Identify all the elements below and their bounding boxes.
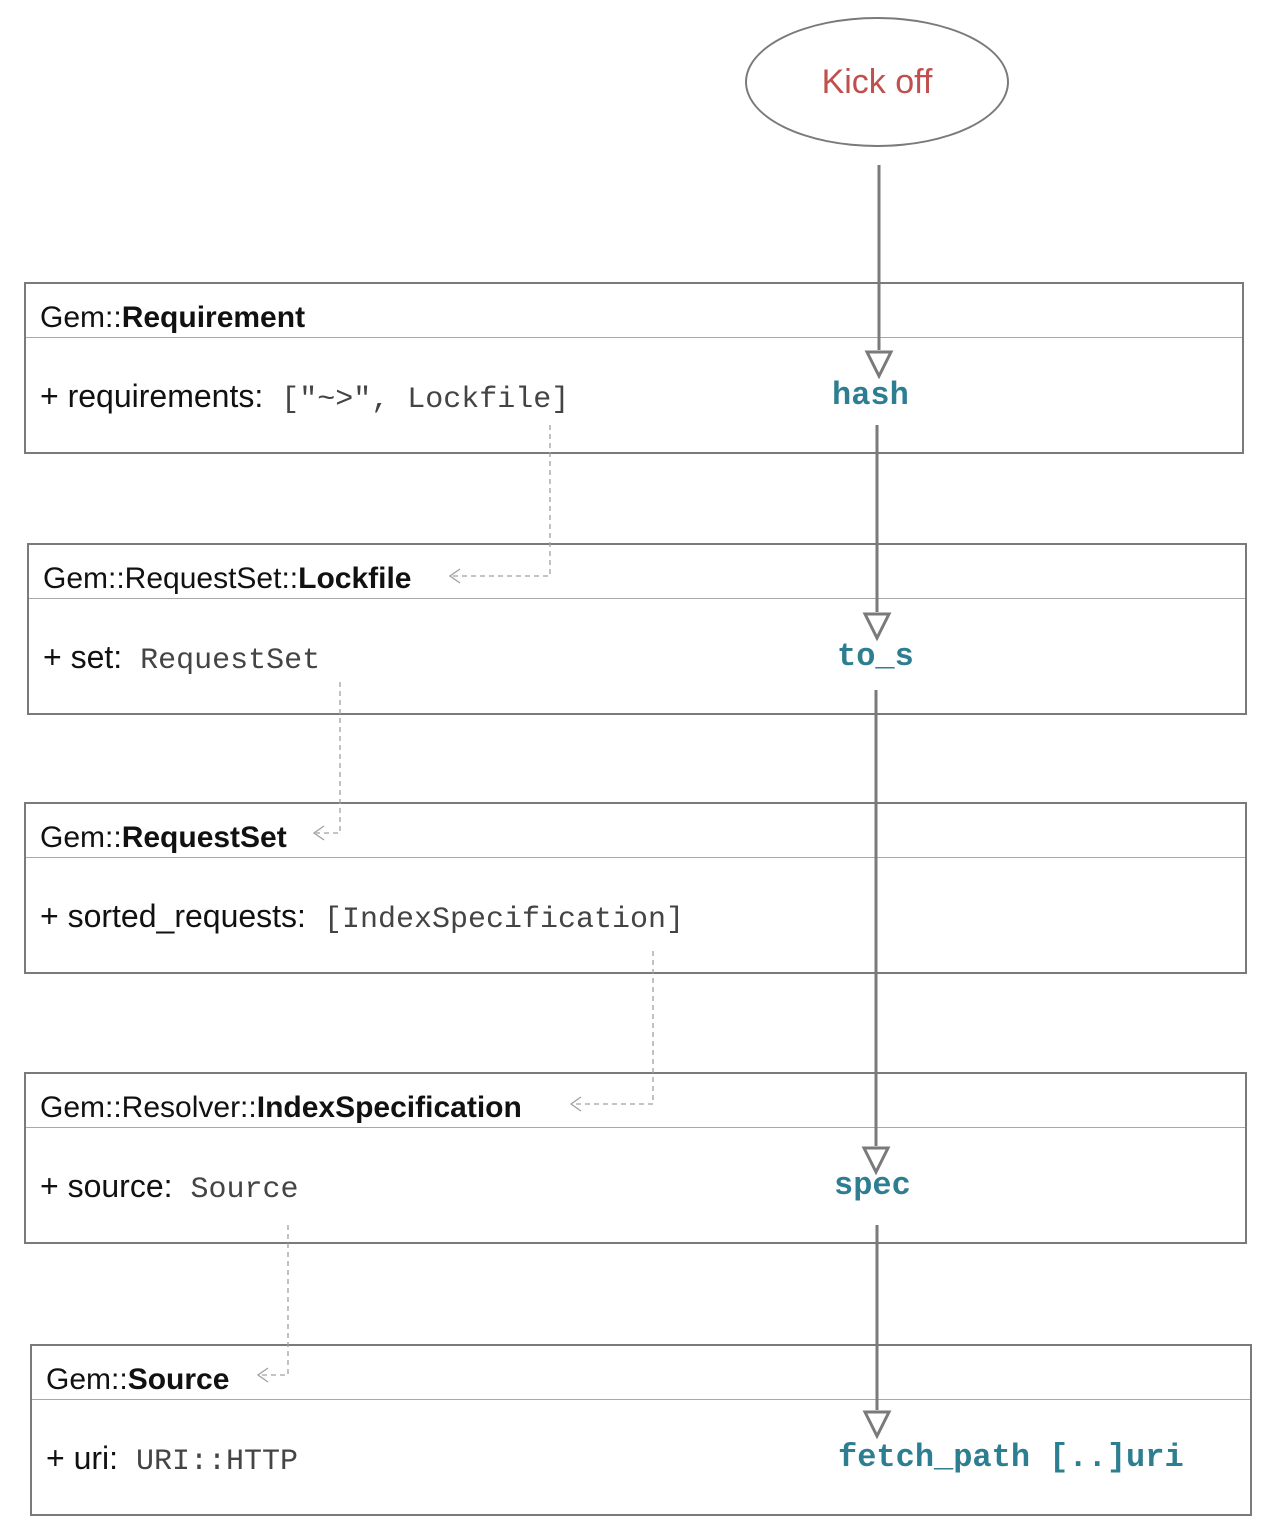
class-namespace: Gem:: <box>40 821 122 854</box>
method-label: hash <box>832 377 909 414</box>
class-box-indexspecification: Gem::Resolver::IndexSpecification + sour… <box>24 1072 1247 1244</box>
class-header: Gem::Source <box>32 1346 1250 1400</box>
class-box-requestset: Gem::RequestSet + sorted_requests: [Inde… <box>24 802 1247 974</box>
kickoff-node: Kick off <box>745 17 1009 147</box>
class-namespace: Gem:: <box>46 1363 128 1396</box>
attribute-type: URI::HTTP <box>118 1445 299 1479</box>
class-name: IndexSpecification <box>256 1091 522 1124</box>
class-name: Source <box>127 1363 230 1396</box>
dependency-arrowhead <box>448 568 461 584</box>
class-attribute: + sorted_requests: [IndexSpecification] <box>40 897 684 939</box>
class-header: Gem::Requirement <box>26 284 1242 338</box>
attribute-name: + uri: <box>46 1440 119 1476</box>
class-name: RequestSet <box>121 821 287 854</box>
attribute-type: RequestSet <box>122 644 321 678</box>
class-title: Gem::Source <box>46 1362 229 1398</box>
attribute-type: ["~>", Lockfile] <box>263 383 570 417</box>
class-namespace: Gem::Resolver:: <box>40 1091 257 1124</box>
attribute-type: [IndexSpecification] <box>305 903 684 937</box>
class-header: Gem::Resolver::IndexSpecification <box>26 1074 1245 1128</box>
class-box-source: Gem::Source + uri: URI::HTTP fetch_path … <box>30 1344 1252 1516</box>
class-title: Gem::RequestSet::Lockfile <box>43 561 412 597</box>
class-title: Gem::Resolver::IndexSpecification <box>40 1090 522 1126</box>
dependency-link <box>260 1225 289 1376</box>
class-box-requirement: Gem::Requirement + requirements: ["~>", … <box>24 282 1244 454</box>
flow-arrowhead <box>861 1146 891 1176</box>
class-namespace: Gem::RequestSet:: <box>43 562 299 595</box>
flow-arrowhead <box>864 350 894 380</box>
dependency-link <box>573 951 654 1105</box>
method-label: fetch_path [..]uri <box>838 1439 1184 1476</box>
class-attribute: + source: Source <box>40 1167 299 1209</box>
method-label: to_s <box>837 638 914 675</box>
attribute-name: + sorted_requests: <box>40 898 306 934</box>
dependency-link <box>316 682 341 834</box>
dependency-arrowhead <box>256 1367 269 1383</box>
method-label: spec <box>834 1167 911 1204</box>
dependency-link <box>452 425 551 577</box>
class-box-lockfile: Gem::RequestSet::Lockfile + set: Request… <box>27 543 1247 715</box>
class-attribute: + uri: URI::HTTP <box>46 1439 298 1481</box>
flow-arrowhead <box>862 1410 892 1440</box>
flow-arrowhead <box>862 612 892 642</box>
dependency-arrowhead <box>569 1096 582 1112</box>
kickoff-label: Kick off <box>821 63 933 101</box>
class-title: Gem::RequestSet <box>40 820 287 856</box>
class-attribute: + requirements: ["~>", Lockfile] <box>40 377 569 419</box>
class-namespace: Gem:: <box>40 301 122 334</box>
attribute-type: Source <box>172 1173 299 1207</box>
dependency-arrowhead <box>312 825 325 841</box>
attribute-name: + source: <box>40 1168 173 1204</box>
attribute-name: + set: <box>43 639 123 675</box>
class-header: Gem::RequestSet::Lockfile <box>29 545 1245 599</box>
class-title: Gem::Requirement <box>40 300 305 336</box>
class-name: Requirement <box>121 301 306 334</box>
class-attribute: + set: RequestSet <box>43 638 320 680</box>
attribute-name: + requirements: <box>40 378 264 414</box>
class-header: Gem::RequestSet <box>26 804 1245 858</box>
class-name: Lockfile <box>298 562 412 595</box>
